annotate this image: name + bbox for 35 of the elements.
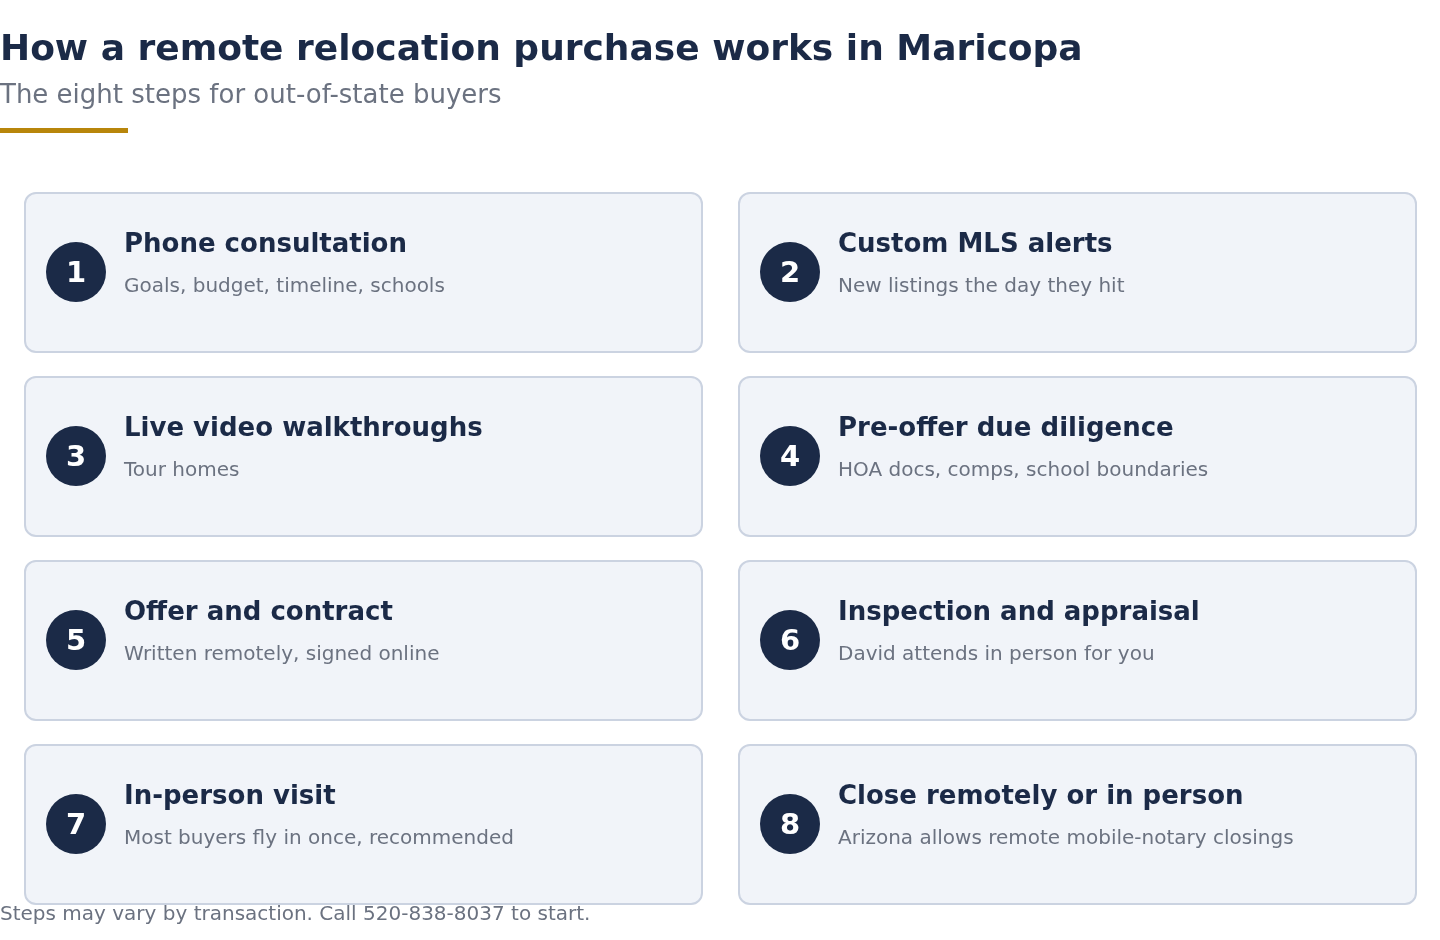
- page-title: How a remote relocation purchase works in Maricopa: [0, 26, 1083, 69]
- step-title: Inspection and appraisal: [838, 595, 1200, 627]
- step-title: Pre-offer due diligence: [838, 411, 1174, 443]
- step-description: Tour homes: [124, 456, 240, 482]
- step-title: Custom MLS alerts: [838, 227, 1113, 259]
- step-title: Phone consultation: [124, 227, 407, 259]
- step-title: Offer and contract: [124, 595, 393, 627]
- step-card: [24, 376, 703, 537]
- step-card: [24, 192, 703, 353]
- step-number: 8: [760, 794, 820, 854]
- step-description: Goals, budget, timeline, schools: [124, 272, 445, 298]
- step-card: [738, 744, 1417, 905]
- step-description: New listings the day they hit: [838, 272, 1125, 298]
- step-number: 7: [46, 794, 106, 854]
- step-description: HOA docs, comps, school boundaries: [838, 456, 1209, 482]
- step-title: Live video walkthroughs: [124, 411, 483, 443]
- step-description: David attends in person for you: [838, 640, 1155, 666]
- step-card: [24, 560, 703, 721]
- step-number: 5: [46, 610, 106, 670]
- step-number: 2: [760, 242, 820, 302]
- subtitle: The eight steps for out-of-state buyers: [0, 79, 502, 110]
- step-card: [738, 376, 1417, 537]
- step-number: 6: [760, 610, 820, 670]
- step-description: Written remotely, signed online: [124, 640, 440, 666]
- step-number: 3: [46, 426, 106, 486]
- step-card: [738, 192, 1417, 353]
- step-description: Arizona allows remote mobile-notary closings: [838, 824, 1294, 850]
- step-title: Close remotely or in person: [838, 779, 1244, 811]
- step-number: 1: [46, 242, 106, 302]
- step-title: In-person visit: [124, 779, 336, 811]
- step-description: Most buyers fly in once, recommended: [124, 824, 514, 850]
- step-card: [24, 744, 703, 905]
- step-number: 4: [760, 426, 820, 486]
- step-card: [738, 560, 1417, 721]
- footnote: Steps may vary by transaction. Call 520-838-8037 to start.: [0, 901, 591, 925]
